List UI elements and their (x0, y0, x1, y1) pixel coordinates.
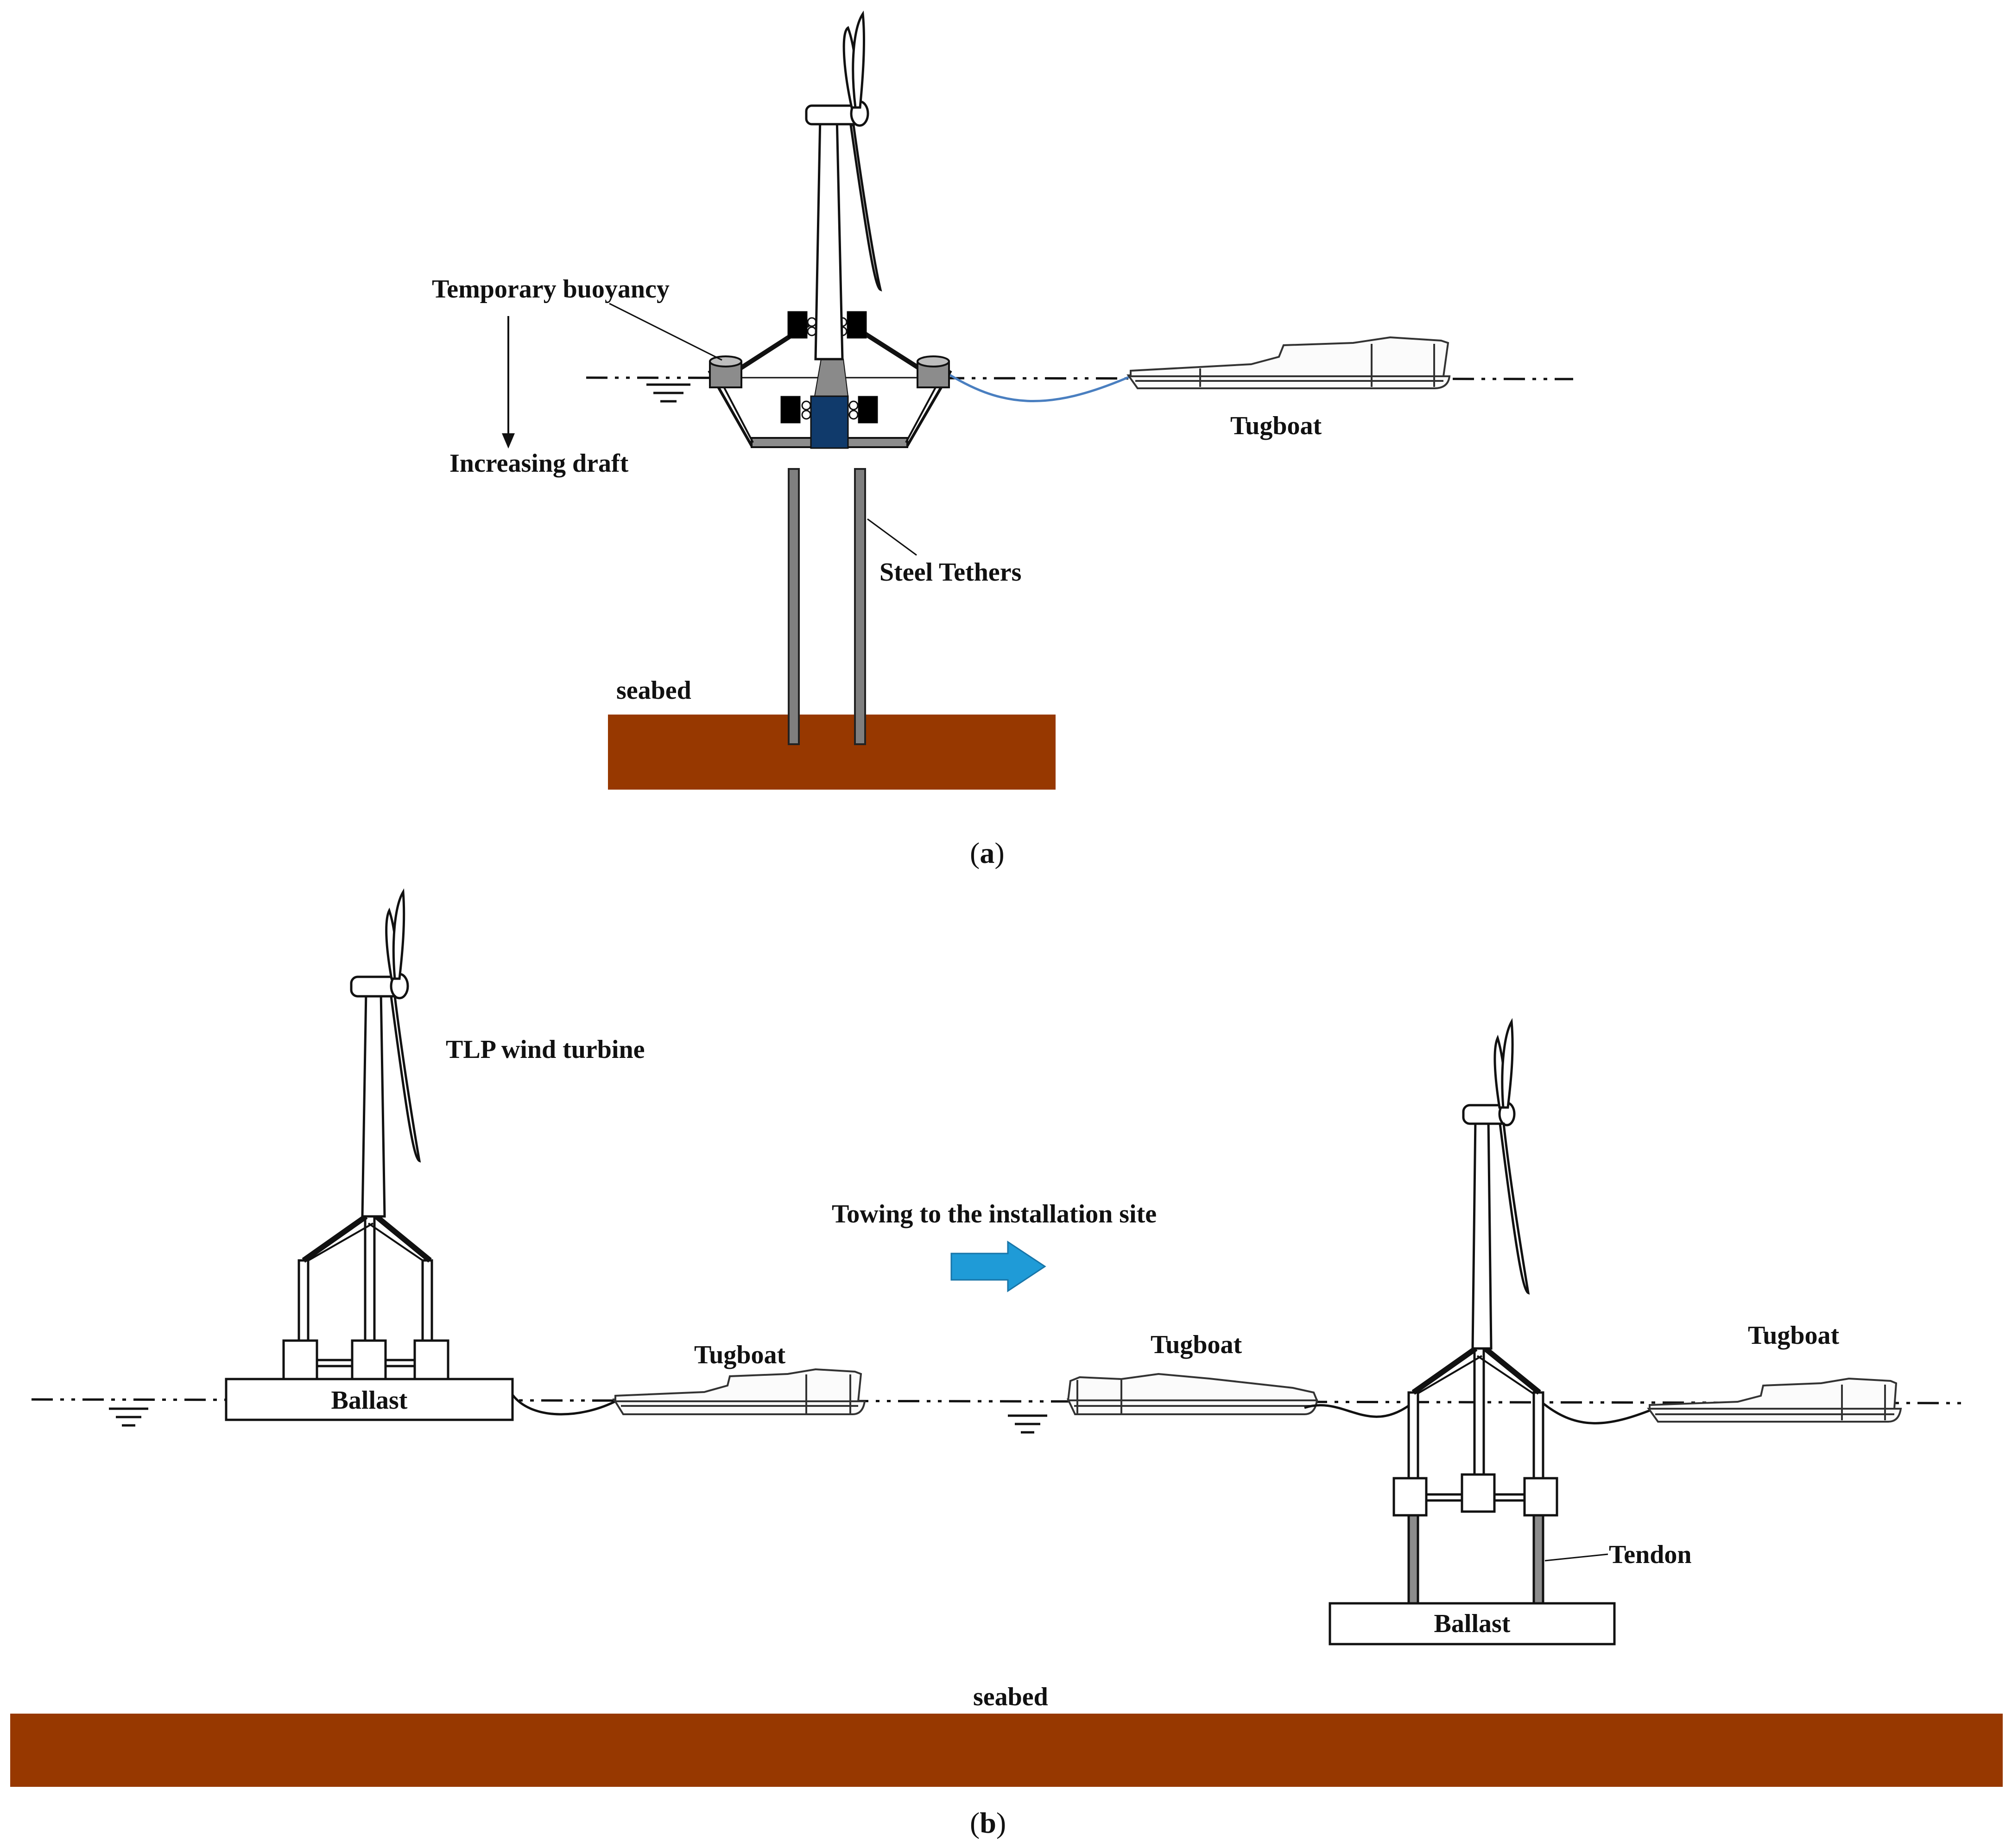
label-tugboat-b-middle: Tugboat (1151, 1330, 1242, 1359)
water-level-symbol-b-left (109, 1407, 148, 1427)
ballast-box-left (225, 1378, 514, 1421)
temporary-buoyancy-tank-left (709, 355, 742, 388)
label-steel-tethers: Steel Tethers (879, 558, 1021, 587)
tendon-right (1532, 1514, 1544, 1605)
seabed-block-b (10, 1714, 2003, 1787)
tendon-left (1407, 1514, 1419, 1605)
label-tugboat-a: Tugboat (1230, 411, 1322, 440)
tugboat-b-right (1647, 1377, 1902, 1423)
label-tugboat-b-left: Tugboat (694, 1341, 786, 1369)
label-seabed-a: seabed (616, 676, 691, 705)
tlp-structure-right (1329, 1346, 1616, 1645)
caption-b: (b) (970, 1806, 1006, 1839)
tugboat-b-middle (1066, 1373, 1318, 1415)
label-increasing-draft: Increasing draft (449, 449, 629, 478)
tethers-leader-line (867, 518, 917, 556)
temporary-buoyancy-tank-right (917, 355, 950, 388)
label-ballast-left: Ballast (331, 1386, 408, 1415)
tow-line-b-right (1537, 1399, 1655, 1424)
tugboat-a (1126, 336, 1451, 389)
steel-tether-right (854, 468, 866, 745)
caption-a: (a) (970, 836, 1005, 869)
label-seabed-b: seabed (973, 1683, 1048, 1711)
wind-turbine-b-left (350, 888, 421, 1218)
ballast-box-right (1329, 1602, 1616, 1645)
wind-turbine-a (805, 10, 882, 361)
ballast-column-a (810, 395, 849, 449)
seabed-block-a (608, 715, 1056, 790)
label-tlp-wind-turbine: TLP wind turbine (446, 1035, 645, 1064)
towing-arrow (950, 1240, 1046, 1292)
panel-b: TLP wind turbine Ballast Tugboat Towing … (10, 888, 2003, 1839)
water-level-symbol-a (646, 383, 690, 403)
tendon-leader-line (1544, 1553, 1608, 1562)
steel-tether-left (788, 468, 800, 745)
tugboat-b-left (612, 1368, 866, 1415)
label-tugboat-b-right: Tugboat (1748, 1321, 1840, 1350)
tlp-platform-a (708, 311, 952, 449)
buoyancy-leader-line (609, 303, 722, 361)
label-ballast-right: Ballast (1434, 1609, 1511, 1638)
draft-arrow-head (502, 433, 515, 449)
tow-line-a (942, 369, 1131, 403)
water-level-symbol-b-middle (1008, 1414, 1047, 1434)
panel-a: Temporary buoyancy Increasing draft Tugb… (432, 10, 1574, 869)
label-towing: Towing to the installation site (832, 1200, 1157, 1228)
label-tendon: Tendon (1609, 1540, 1692, 1569)
tow-line-b-left (512, 1394, 618, 1416)
wind-turbine-b-right (1462, 1018, 1530, 1350)
tow-line-b-middle (1304, 1403, 1412, 1418)
label-temporary-buoyancy: Temporary buoyancy (432, 275, 670, 304)
tlp-structure-left (225, 1214, 514, 1421)
